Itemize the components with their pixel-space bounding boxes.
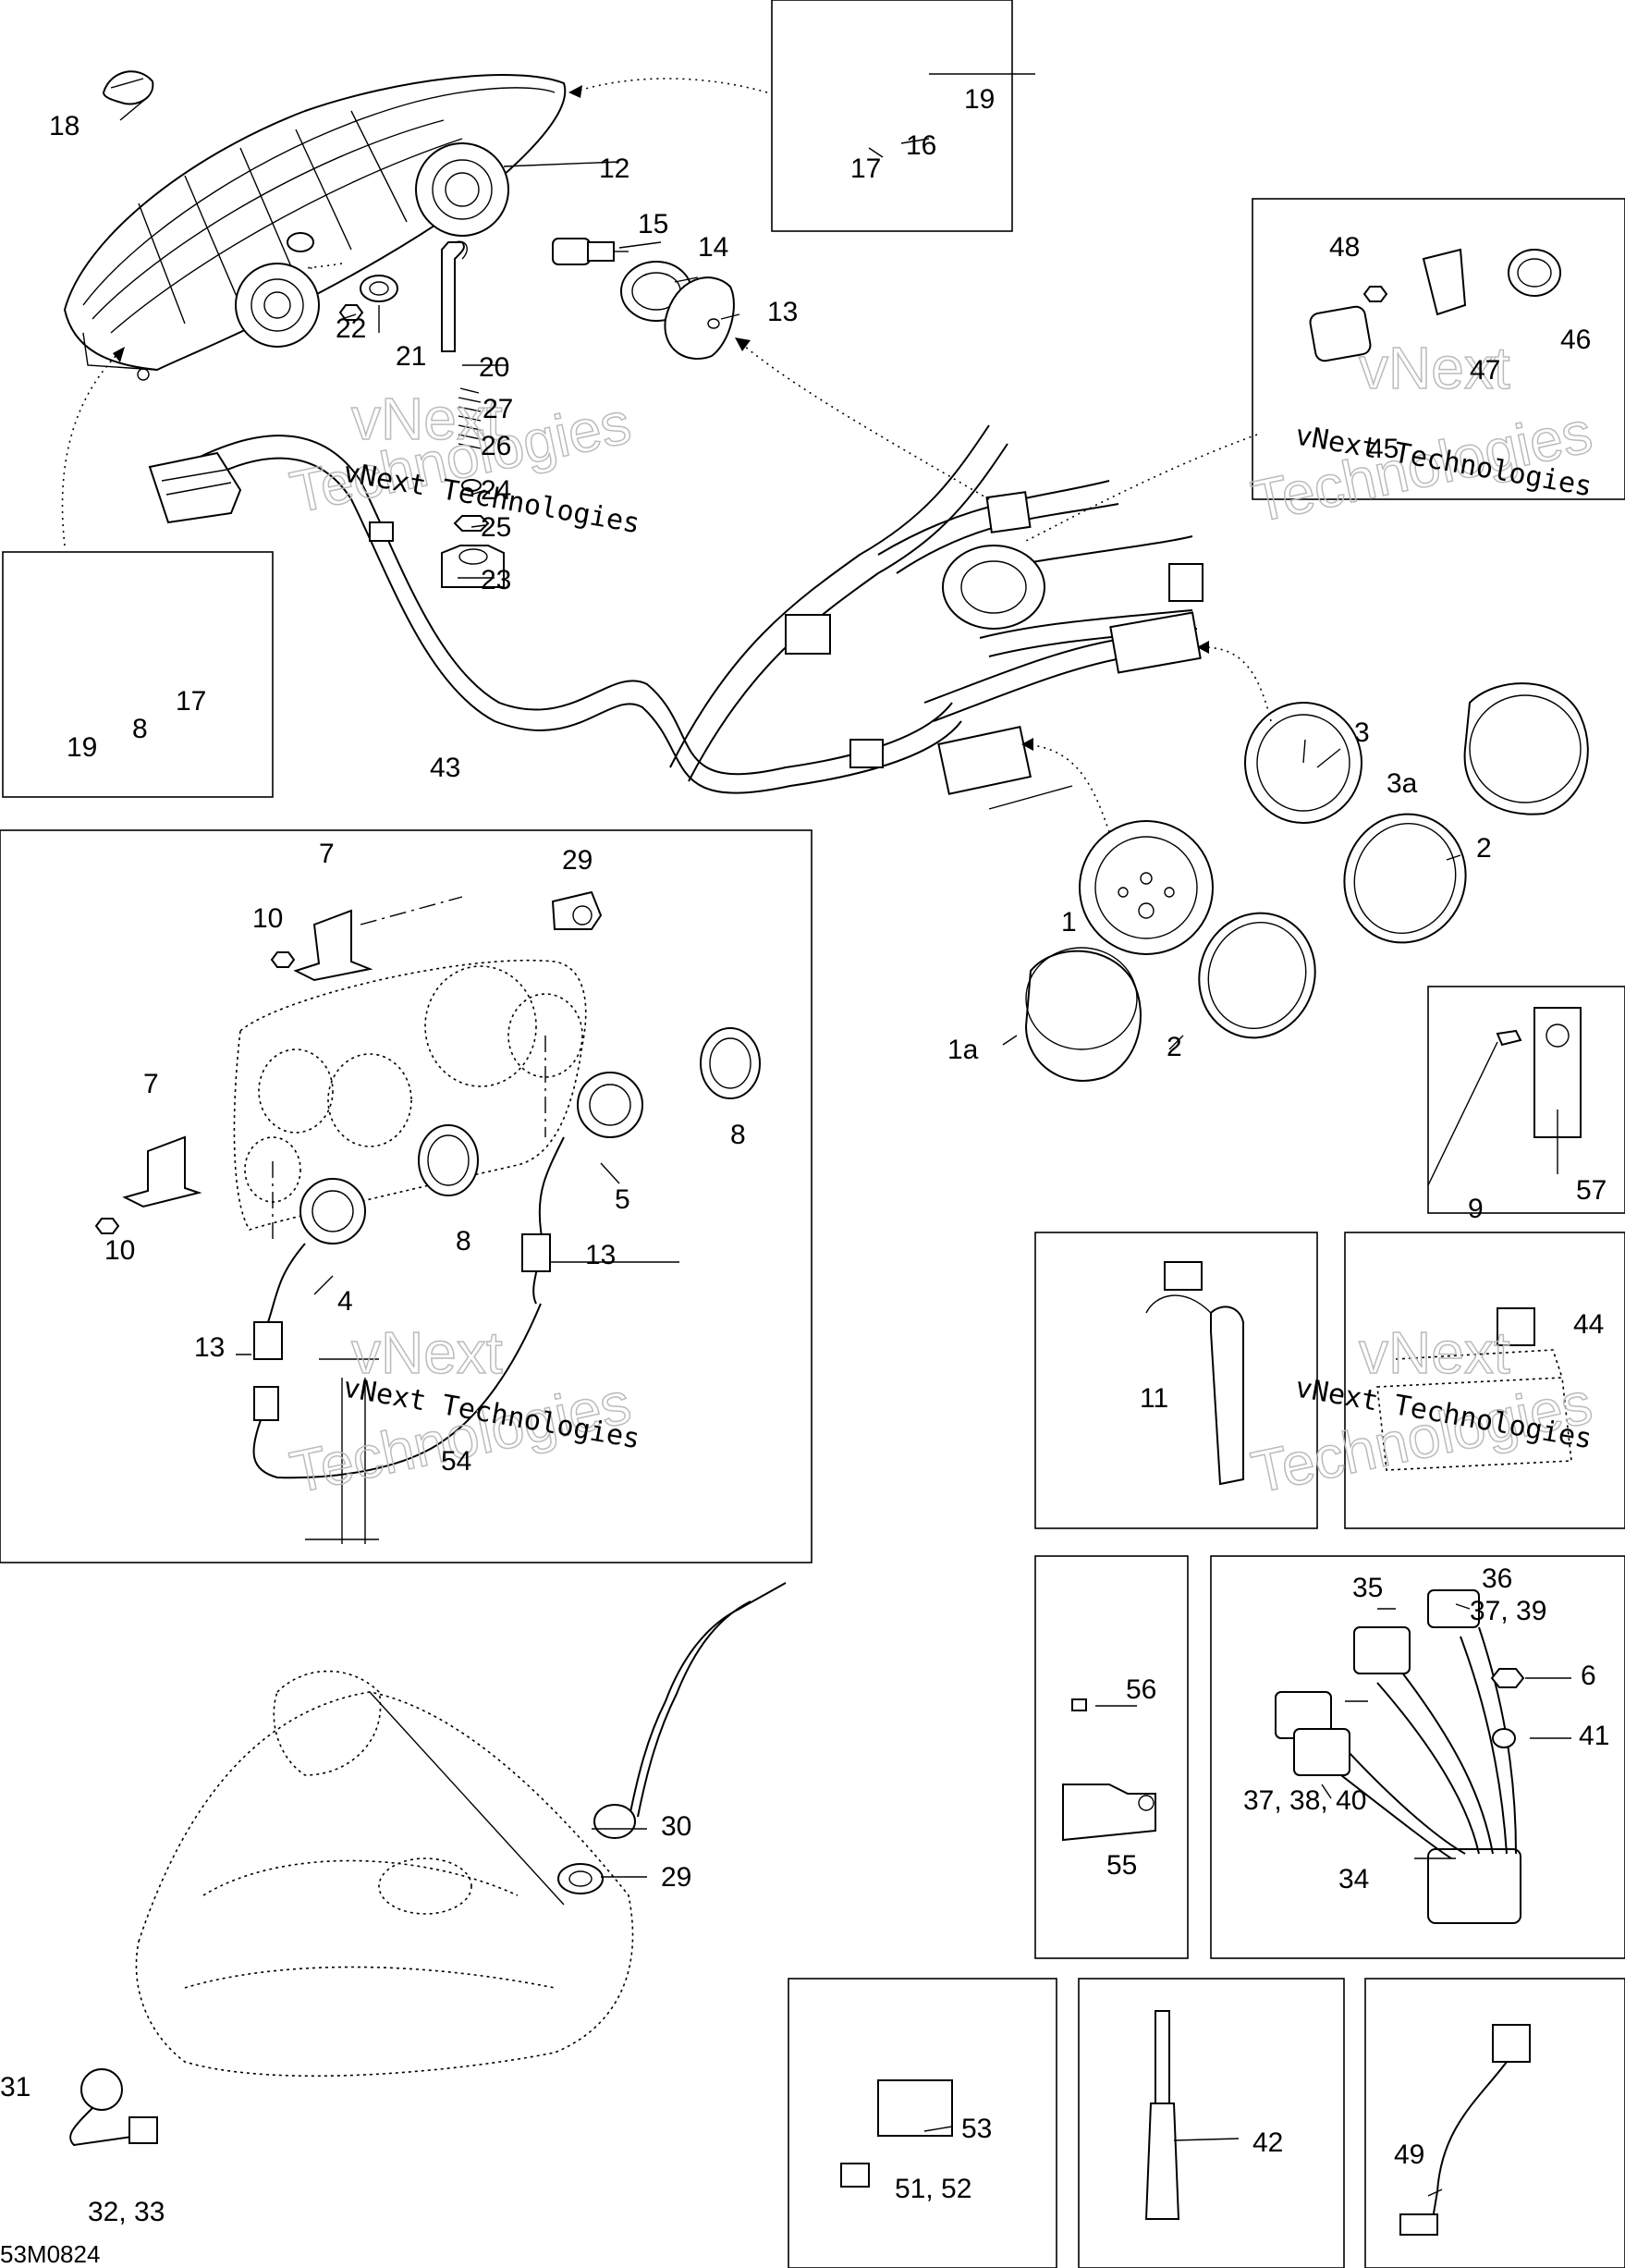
callout-3: 3: [1354, 717, 1370, 748]
callout-1: 1: [1061, 907, 1077, 938]
callout-23: 23: [481, 565, 511, 595]
adjuster-stack: [441, 240, 505, 588]
callout-3a: 3a: [1387, 768, 1418, 799]
callout-10-top: 10: [252, 903, 283, 934]
callout-13-top: 13: [767, 297, 798, 327]
callout-45: 45: [1368, 434, 1399, 464]
callout-57: 57: [1576, 1175, 1607, 1206]
callout-1a: 1a: [947, 1035, 979, 1065]
callout-2-left: 2: [1167, 1032, 1182, 1062]
callout-32-33: 32, 33: [88, 2197, 165, 2227]
watermark-ghost-5: vNext: [351, 1319, 503, 1386]
callout-19-left: 19: [67, 732, 97, 763]
callout-7-top: 7: [319, 839, 335, 869]
callout-44: 44: [1573, 1309, 1604, 1340]
callout-55: 55: [1106, 1850, 1137, 1881]
callout-17-left: 17: [176, 686, 206, 717]
callout-14: 14: [698, 232, 728, 263]
callout-29-low: 29: [661, 1862, 691, 1893]
callout-51-52: 51, 52: [895, 2174, 971, 2204]
inset-parts: [840, 248, 1582, 2236]
callout-41: 41: [1579, 1721, 1609, 1751]
callout-17-top: 17: [850, 153, 881, 184]
callout-16-top: 16: [906, 130, 936, 161]
drawing-code: 53M0824: [0, 2240, 100, 2268]
callout-27: 27: [483, 394, 513, 424]
callout-8-mid: 8: [456, 1226, 471, 1257]
callout-30: 30: [661, 1811, 691, 1842]
callout-31: 31: [0, 2072, 31, 2102]
callout-13-low: 13: [194, 1332, 225, 1363]
main-harness: [148, 424, 1203, 795]
callout-7-mid: 7: [143, 1069, 159, 1099]
callout-42: 42: [1252, 2127, 1283, 2158]
gauges: [1024, 682, 1589, 1082]
callout-53: 53: [961, 2114, 992, 2144]
callout-8-right: 8: [730, 1120, 746, 1150]
callout-49: 49: [1394, 2139, 1424, 2170]
callout-2-right: 2: [1476, 833, 1492, 864]
leader-lines: [61, 73, 1571, 2197]
callout-54: 54: [441, 1446, 471, 1477]
callout-11: 11: [1140, 1383, 1168, 1414]
callout-34: 34: [1338, 1864, 1369, 1894]
watermark-ghost-7: vNext: [1359, 1319, 1510, 1386]
callout-18: 18: [49, 111, 79, 141]
callout-22: 22: [336, 313, 366, 344]
callout-24: 24: [481, 475, 511, 506]
callout-12: 12: [599, 153, 629, 184]
bulb-parts: [552, 238, 735, 361]
callout-43: 43: [430, 753, 460, 783]
callout-37-39: 37, 39: [1470, 1596, 1546, 1626]
callout-6: 6: [1581, 1661, 1596, 1691]
callout-5: 5: [615, 1184, 630, 1215]
watermark-ghost-3: vNext: [1359, 335, 1510, 401]
callout-19-top: 19: [964, 84, 995, 115]
callout-13-mid: 13: [585, 1240, 616, 1270]
headlight-assembly: [63, 70, 567, 381]
callout-56: 56: [1126, 1674, 1156, 1705]
watermarks: vNext Technologies vNext Technologies vN…: [284, 334, 1598, 1506]
callout-4: 4: [337, 1286, 353, 1317]
callout-20: 20: [479, 352, 509, 383]
callout-10-mid: 10: [104, 1235, 135, 1266]
cluster-inset-parts: [94, 890, 761, 1544]
callout-15: 15: [638, 209, 668, 239]
callout-21: 21: [396, 341, 426, 372]
callout-26: 26: [481, 431, 511, 461]
callout-29-top: 29: [562, 845, 593, 876]
console-and-tether: [69, 1582, 787, 2147]
callout-37-38-40: 37, 38, 40: [1243, 1785, 1366, 1816]
callout-35: 35: [1352, 1573, 1383, 1603]
callout-labels: 19 16 17 18 12 15 14 13 22 21 20 27 26 2…: [0, 84, 1609, 2268]
callout-36: 36: [1482, 1563, 1512, 1594]
callout-25: 25: [481, 512, 511, 543]
callout-8-left: 8: [132, 714, 148, 744]
callout-46: 46: [1560, 325, 1591, 355]
watermark-ghost-1: vNext: [351, 386, 503, 452]
callout-48: 48: [1329, 232, 1360, 263]
callout-9: 9: [1468, 1194, 1484, 1224]
callout-47: 47: [1470, 355, 1500, 386]
